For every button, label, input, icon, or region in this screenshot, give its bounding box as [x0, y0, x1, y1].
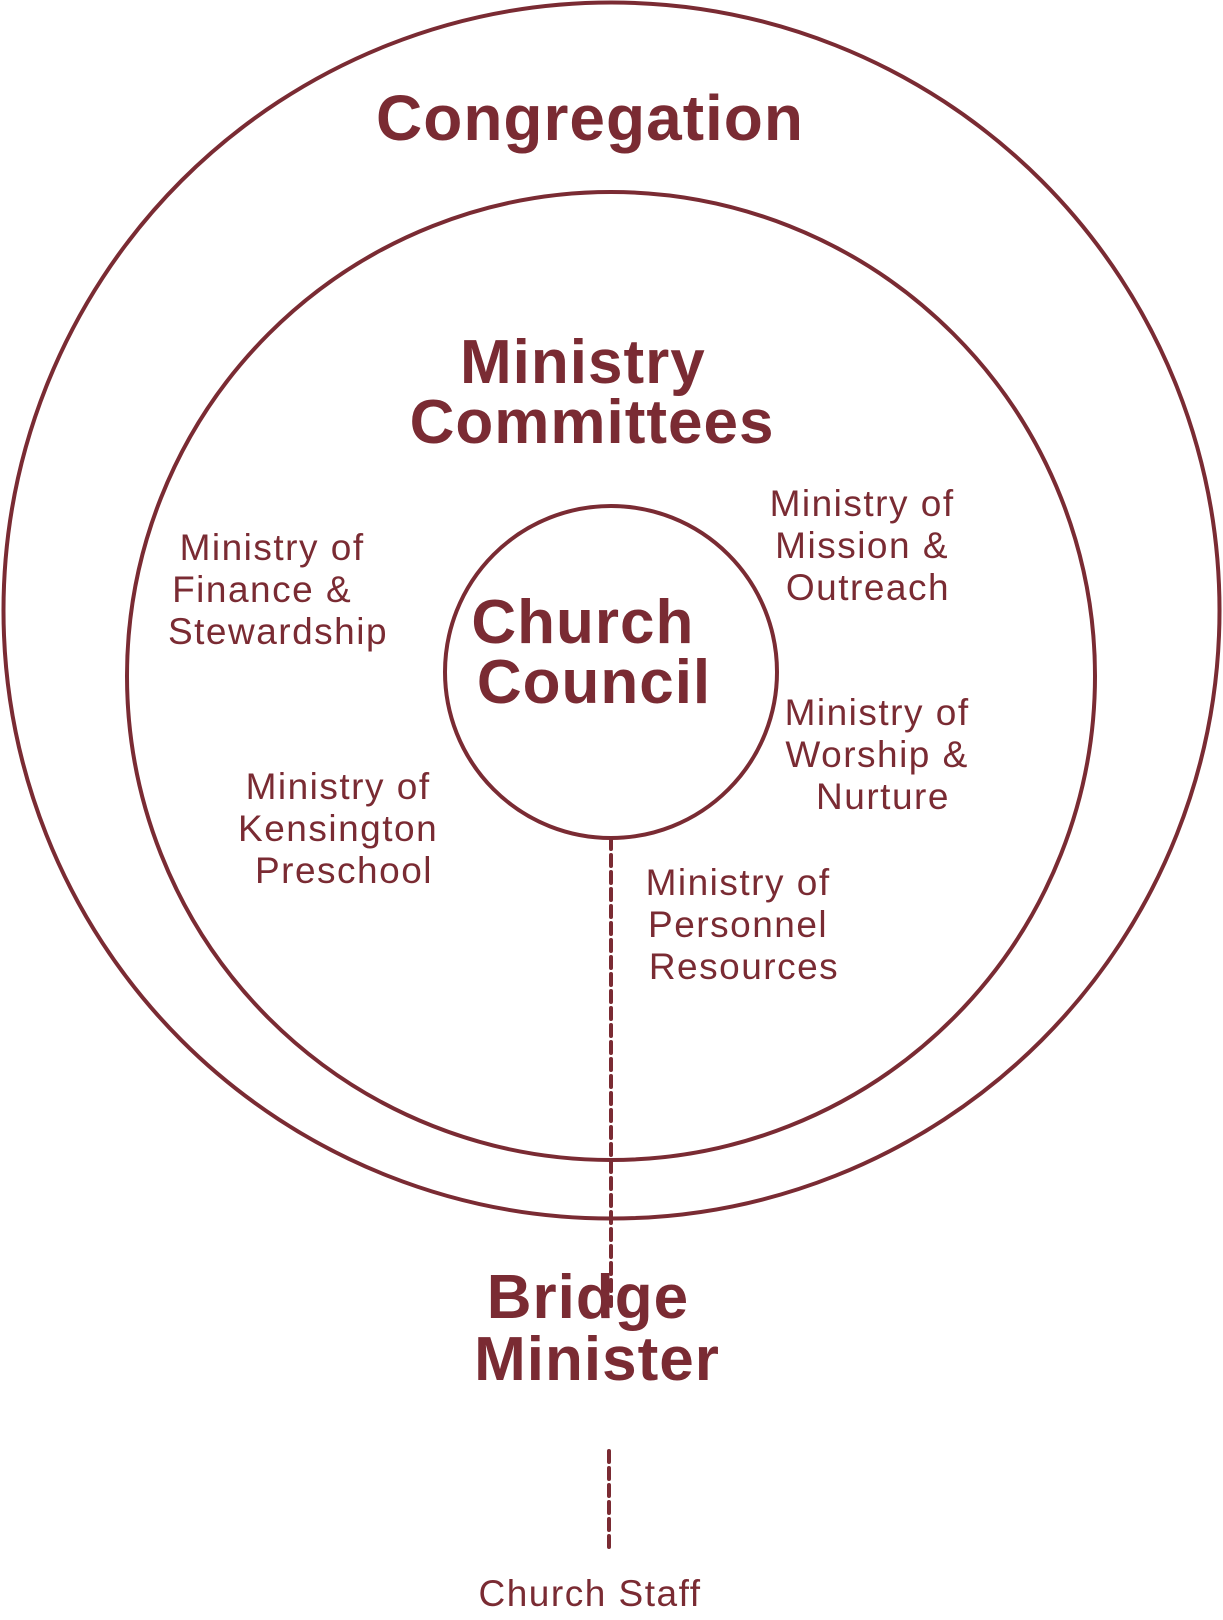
church-council-label: Church Council: [471, 588, 712, 717]
committee-personnel-resources: Ministry of Personnel Resources: [646, 862, 843, 987]
church-staff-label: Church Staff: [479, 1573, 702, 1614]
committee-finance-stewardship: Ministry of Finance & Stewardship: [168, 527, 388, 652]
committee-kensington-preschool: Ministry of Kensington Preschool: [238, 766, 450, 891]
committee-worship-nurture: Ministry of Worship & Nurture: [785, 692, 982, 817]
committee-mission-outreach: Ministry of Mission & Outreach: [770, 483, 967, 608]
congregation-label: Congregation: [376, 82, 804, 154]
bridge-minister-label: Bridge Minister: [474, 1263, 720, 1394]
ministry-committees-title: Ministry Committees: [410, 328, 775, 457]
